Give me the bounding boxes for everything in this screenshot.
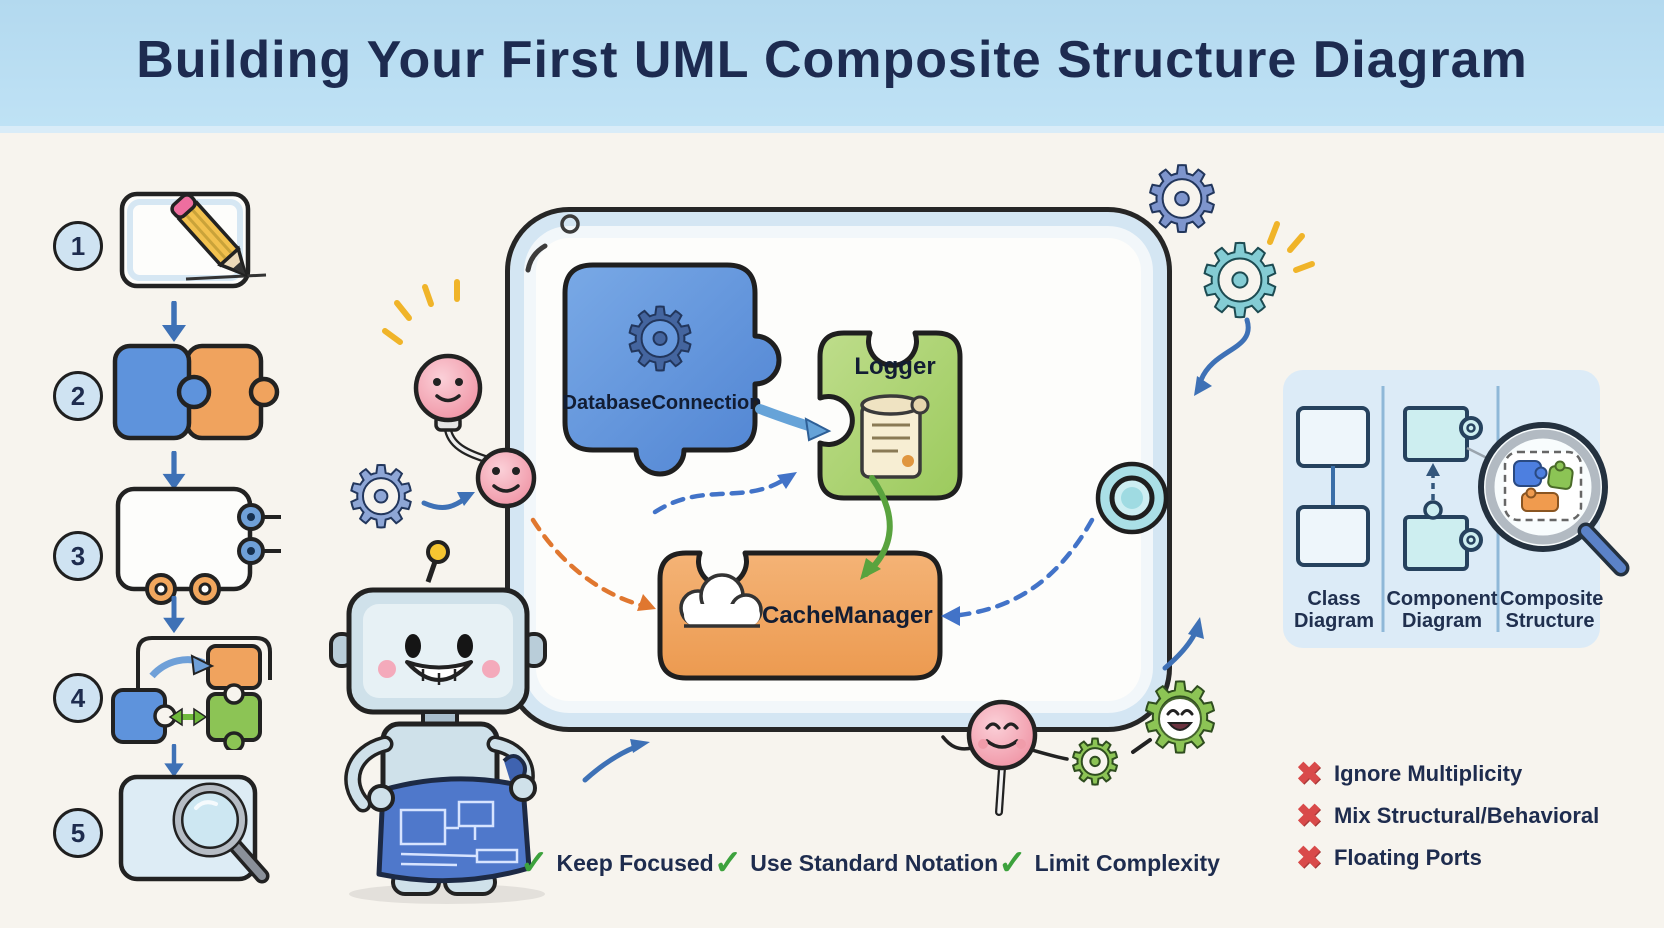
- part-cache-manager: [657, 550, 943, 681]
- antipattern-label: Mix Structural/Behavioral: [1333, 802, 1600, 828]
- step-4-connectors-icon: [111, 636, 272, 750]
- step-arrow-3: [163, 596, 185, 634]
- step-2-number-label: 2: [70, 380, 86, 411]
- blueprint: [376, 754, 532, 884]
- comparison-graphics: [1296, 386, 1630, 632]
- comparison-label-component: Component Diagram: [1386, 588, 1498, 633]
- antipattern-item: ✖ Floating Ports: [1296, 842, 1599, 873]
- cross-icon: ✖: [1296, 840, 1322, 875]
- antipattern-label: Ignore Multiplicity: [1333, 760, 1523, 786]
- component-diagram-mini: [1403, 406, 1483, 571]
- antipattern-item: ✖ Mix Structural/Behavioral: [1296, 800, 1599, 831]
- step-3-ports-icon: [115, 486, 281, 605]
- gear-topright-teal-icon: ⚙: [1195, 223, 1285, 340]
- step-4-number: 4: [53, 673, 103, 723]
- gear-left-icon: ⚙: [343, 448, 418, 546]
- part-label-cache-manager: CacheManager: [762, 602, 933, 629]
- cross-icon: ✖: [1296, 756, 1322, 791]
- best-practice-label: Use Standard Notation: [750, 849, 999, 876]
- sparkle-icon: [1267, 221, 1315, 273]
- step-2-parts-icon: [112, 343, 280, 441]
- step-3-number-label: 3: [70, 540, 86, 571]
- part-logger: [817, 330, 963, 501]
- robot-mascot: [329, 540, 547, 904]
- gear-small-green-icon: ⚙: [1067, 726, 1123, 799]
- step-1-number: 1: [53, 221, 103, 271]
- step-5-review-icon: [118, 774, 270, 884]
- check-icon: ✓: [713, 844, 743, 882]
- antipatterns-list: ✖ Ignore Multiplicity ✖ Mix Structural/B…: [1296, 758, 1599, 873]
- step-3-number: 3: [53, 531, 103, 581]
- best-practice-item: ✓ Use Standard Notation: [714, 846, 998, 880]
- best-practice-label: Keep Focused: [556, 849, 714, 876]
- part-label-database-connection: DatabaseConnection: [562, 392, 762, 414]
- antenna-bulb: [426, 540, 450, 564]
- class-diagram-mini: [1296, 406, 1370, 567]
- check-icon: ✓: [998, 844, 1027, 882]
- best-practice-label: Limit Complexity: [1034, 849, 1220, 876]
- cloud-icon: [679, 573, 763, 628]
- pencil-icon: [170, 193, 249, 278]
- step-arrow-2: [162, 451, 186, 491]
- antipattern-label: Floating Ports: [1333, 844, 1482, 870]
- scroll-icon: [860, 394, 930, 479]
- best-practice-item: ✓ Keep Focused: [520, 846, 714, 880]
- step-arrow-1: [162, 301, 186, 342]
- comparison-label-class: Class Diagram: [1293, 588, 1375, 633]
- step-2-number: 2: [53, 371, 103, 421]
- part-database-connection: [562, 262, 782, 477]
- step-5-number-label: 5: [70, 817, 86, 848]
- step-1-number-label: 1: [70, 230, 86, 261]
- comparison-label-composite: Composite Structure: [1500, 588, 1604, 633]
- lightbulb-rays: [382, 279, 460, 345]
- best-practice-item: ✓ Limit Complexity: [998, 846, 1220, 880]
- step-4-number-label: 4: [70, 682, 86, 713]
- arrow-gear-to-port: [421, 492, 475, 510]
- arrow-robot-up: [582, 739, 650, 783]
- part-label-logger: Logger: [854, 353, 936, 380]
- title-banner: [0, 0, 1664, 133]
- best-practices-list: ✓ Keep Focused ✓ Use Standard Notation ✓…: [520, 846, 1220, 880]
- page-title: Building Your First UML Composite Struct…: [136, 31, 1528, 89]
- antipattern-item: ✖ Ignore Multiplicity: [1296, 758, 1599, 789]
- check-icon: ✓: [520, 844, 549, 882]
- step-arrow-4: [164, 744, 184, 778]
- arrow-gear-swoosh: [1194, 317, 1251, 396]
- lightbulb-smiley: [382, 279, 496, 466]
- composite-structure-mini: [1466, 422, 1630, 577]
- cross-icon: ✖: [1296, 798, 1322, 833]
- step-1-sketch-icon: [119, 191, 267, 289]
- step-5-number: 5: [53, 808, 103, 858]
